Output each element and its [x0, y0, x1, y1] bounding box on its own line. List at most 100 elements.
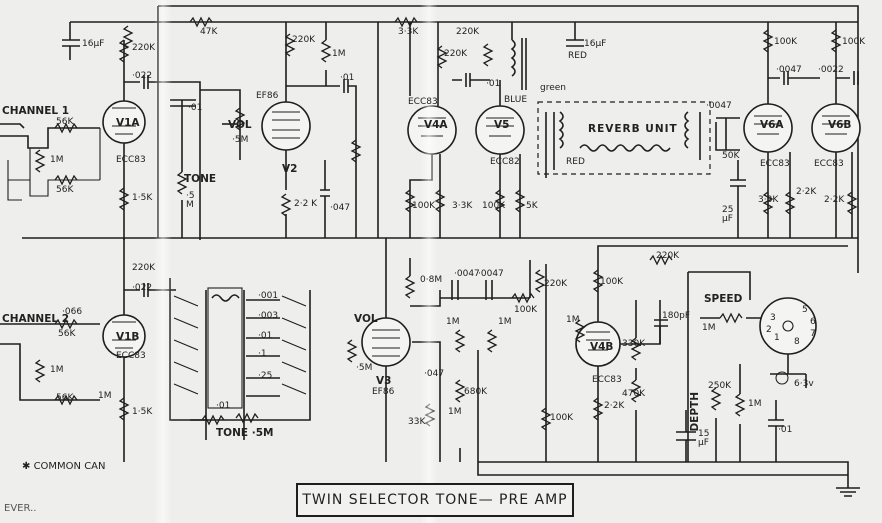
tube-type: ECC83	[408, 97, 438, 107]
tube-label-v1a: V1A	[116, 117, 140, 129]
capacitor-label: ·003	[258, 311, 279, 321]
resistor-label: 100K	[514, 305, 538, 315]
reverb-unit-label: REVERB UNIT	[588, 123, 678, 135]
socket-pin: 2	[766, 325, 772, 335]
resistor-label: 5K	[526, 201, 538, 211]
tube-v3	[361, 317, 411, 367]
tube-type: EF86	[372, 387, 395, 397]
resistor-label: 1M	[332, 49, 346, 59]
capacitor-label: ·01	[258, 331, 273, 341]
tube-type: ECC83	[116, 155, 146, 165]
socket-pin: 3	[770, 313, 776, 323]
wire-label: green	[540, 83, 566, 93]
capacitor-label: ·01	[340, 73, 355, 83]
capacitor-label: ·01	[778, 425, 793, 435]
ch1-input-line	[0, 123, 100, 149]
capacitor-label: 180pF	[662, 311, 691, 321]
capacitor-label: ·0022	[818, 65, 844, 75]
tube-label-v6a: V6A	[760, 119, 784, 131]
resistor-label: 1M	[566, 315, 580, 325]
capacitor-label: ·25	[258, 371, 273, 381]
vol-2-label: VOL	[354, 313, 378, 325]
reverb-unit-box	[537, 101, 711, 175]
cap-label: ·066	[62, 307, 83, 317]
signature: EVER..	[4, 503, 37, 514]
resistor-label: 220K	[292, 35, 316, 45]
capacitor-label: ·0047	[776, 65, 802, 75]
tube-label-v6b: V6B	[828, 119, 852, 131]
resistor-label: 1M	[448, 407, 462, 417]
tube-type: ECC82	[490, 157, 520, 167]
resistor-label: 33K	[408, 417, 426, 427]
pot-label: 50K	[722, 151, 740, 161]
capacitor-label: 25 µF	[722, 205, 734, 224]
resistor-label: 220K	[132, 43, 156, 53]
capacitor-label: 15 µF	[698, 429, 710, 448]
vol-1-label: VOL	[228, 119, 252, 131]
resistor-label: 100K	[412, 201, 436, 211]
capacitor-label: 16µF	[584, 39, 607, 49]
resistor-label: 680K	[464, 387, 488, 397]
paper-fold	[154, 0, 172, 523]
resistor-label: 2·2K	[796, 187, 817, 197]
capacitor-label: ·0047	[706, 101, 732, 111]
diagram-title-text: TWIN SELECTOR TONE— PRE AMP	[302, 492, 568, 508]
vol-1-value: ·5M	[232, 135, 249, 145]
channel-2-label: CHANNEL 2	[2, 313, 70, 325]
ht-rail-top	[158, 5, 859, 273]
resistor-label: 330K	[622, 339, 646, 349]
resistor-label: 100K	[774, 37, 798, 47]
resistor-label: 100K	[842, 37, 866, 47]
wire-label: BLUE	[504, 95, 528, 105]
capacitor-label: ·01	[486, 79, 501, 89]
ground-symbol	[836, 487, 860, 497]
resistor-label: 1M	[748, 399, 762, 409]
resistor-label: 1·5K	[132, 407, 153, 417]
tube-label-v5: V5	[494, 119, 510, 131]
tube-type: ECC83	[814, 159, 844, 169]
resistor-label: 3·3K	[398, 27, 419, 37]
tube-label-v4b: V4B	[590, 341, 614, 353]
resistor-label: 220K	[444, 49, 468, 59]
capacitor-label: ·047	[330, 203, 351, 213]
common-can-note: ✱ COMMON CAN	[22, 461, 106, 472]
tube-type: ECC83	[116, 351, 146, 361]
paper-fold	[420, 0, 438, 523]
socket-pin: 6	[810, 317, 816, 327]
tube-label-v1b: V1B	[116, 331, 140, 343]
resistor-label: 1M	[50, 365, 64, 375]
resistor-label: 1M	[50, 155, 64, 165]
resistor-label: 56K	[56, 185, 74, 195]
diagram-title: TWIN SELECTOR TONE— PRE AMP	[296, 483, 574, 517]
capacitor-label: ·01	[188, 103, 203, 113]
capacitor-label: 16µF	[82, 39, 105, 49]
resistor-label: 1M	[702, 323, 716, 333]
tube-v2	[261, 101, 311, 151]
tube-label-v4a: V4A	[424, 119, 448, 131]
heater-label: 6·3v	[794, 379, 814, 389]
resistor-label: 220K	[656, 251, 680, 261]
resistor-label: 1M	[498, 317, 512, 327]
speed-label: SPEED	[704, 293, 743, 305]
capacitor-label: ·0047	[478, 269, 504, 279]
resistor-label: 220K	[544, 279, 568, 289]
socket-pin: 8	[794, 337, 800, 347]
tube-type: EF86	[256, 91, 279, 101]
vol-2-value: ·5M	[356, 363, 373, 373]
resistor-label: 2·2 K	[294, 199, 318, 209]
resistor-label: 3·3K	[452, 201, 473, 211]
resistor-label: 1·5K	[132, 193, 153, 203]
socket-pin: 1	[774, 333, 780, 343]
tone-1-label: TONE	[184, 173, 217, 185]
ground-rail	[478, 461, 849, 488]
tube-label-v3: V3	[376, 375, 392, 387]
resistor-label: 3·3K	[758, 195, 779, 205]
resistor-label: 56K	[58, 329, 76, 339]
resistor-label: 56K	[56, 393, 74, 403]
resistor-label: 220K	[456, 27, 480, 37]
resistor-label: 47K	[200, 27, 218, 37]
depth-label: DEPTH	[689, 392, 701, 432]
tone-2-label: TONE ·5M	[216, 427, 274, 439]
tube-label-v2: V2	[282, 163, 298, 175]
